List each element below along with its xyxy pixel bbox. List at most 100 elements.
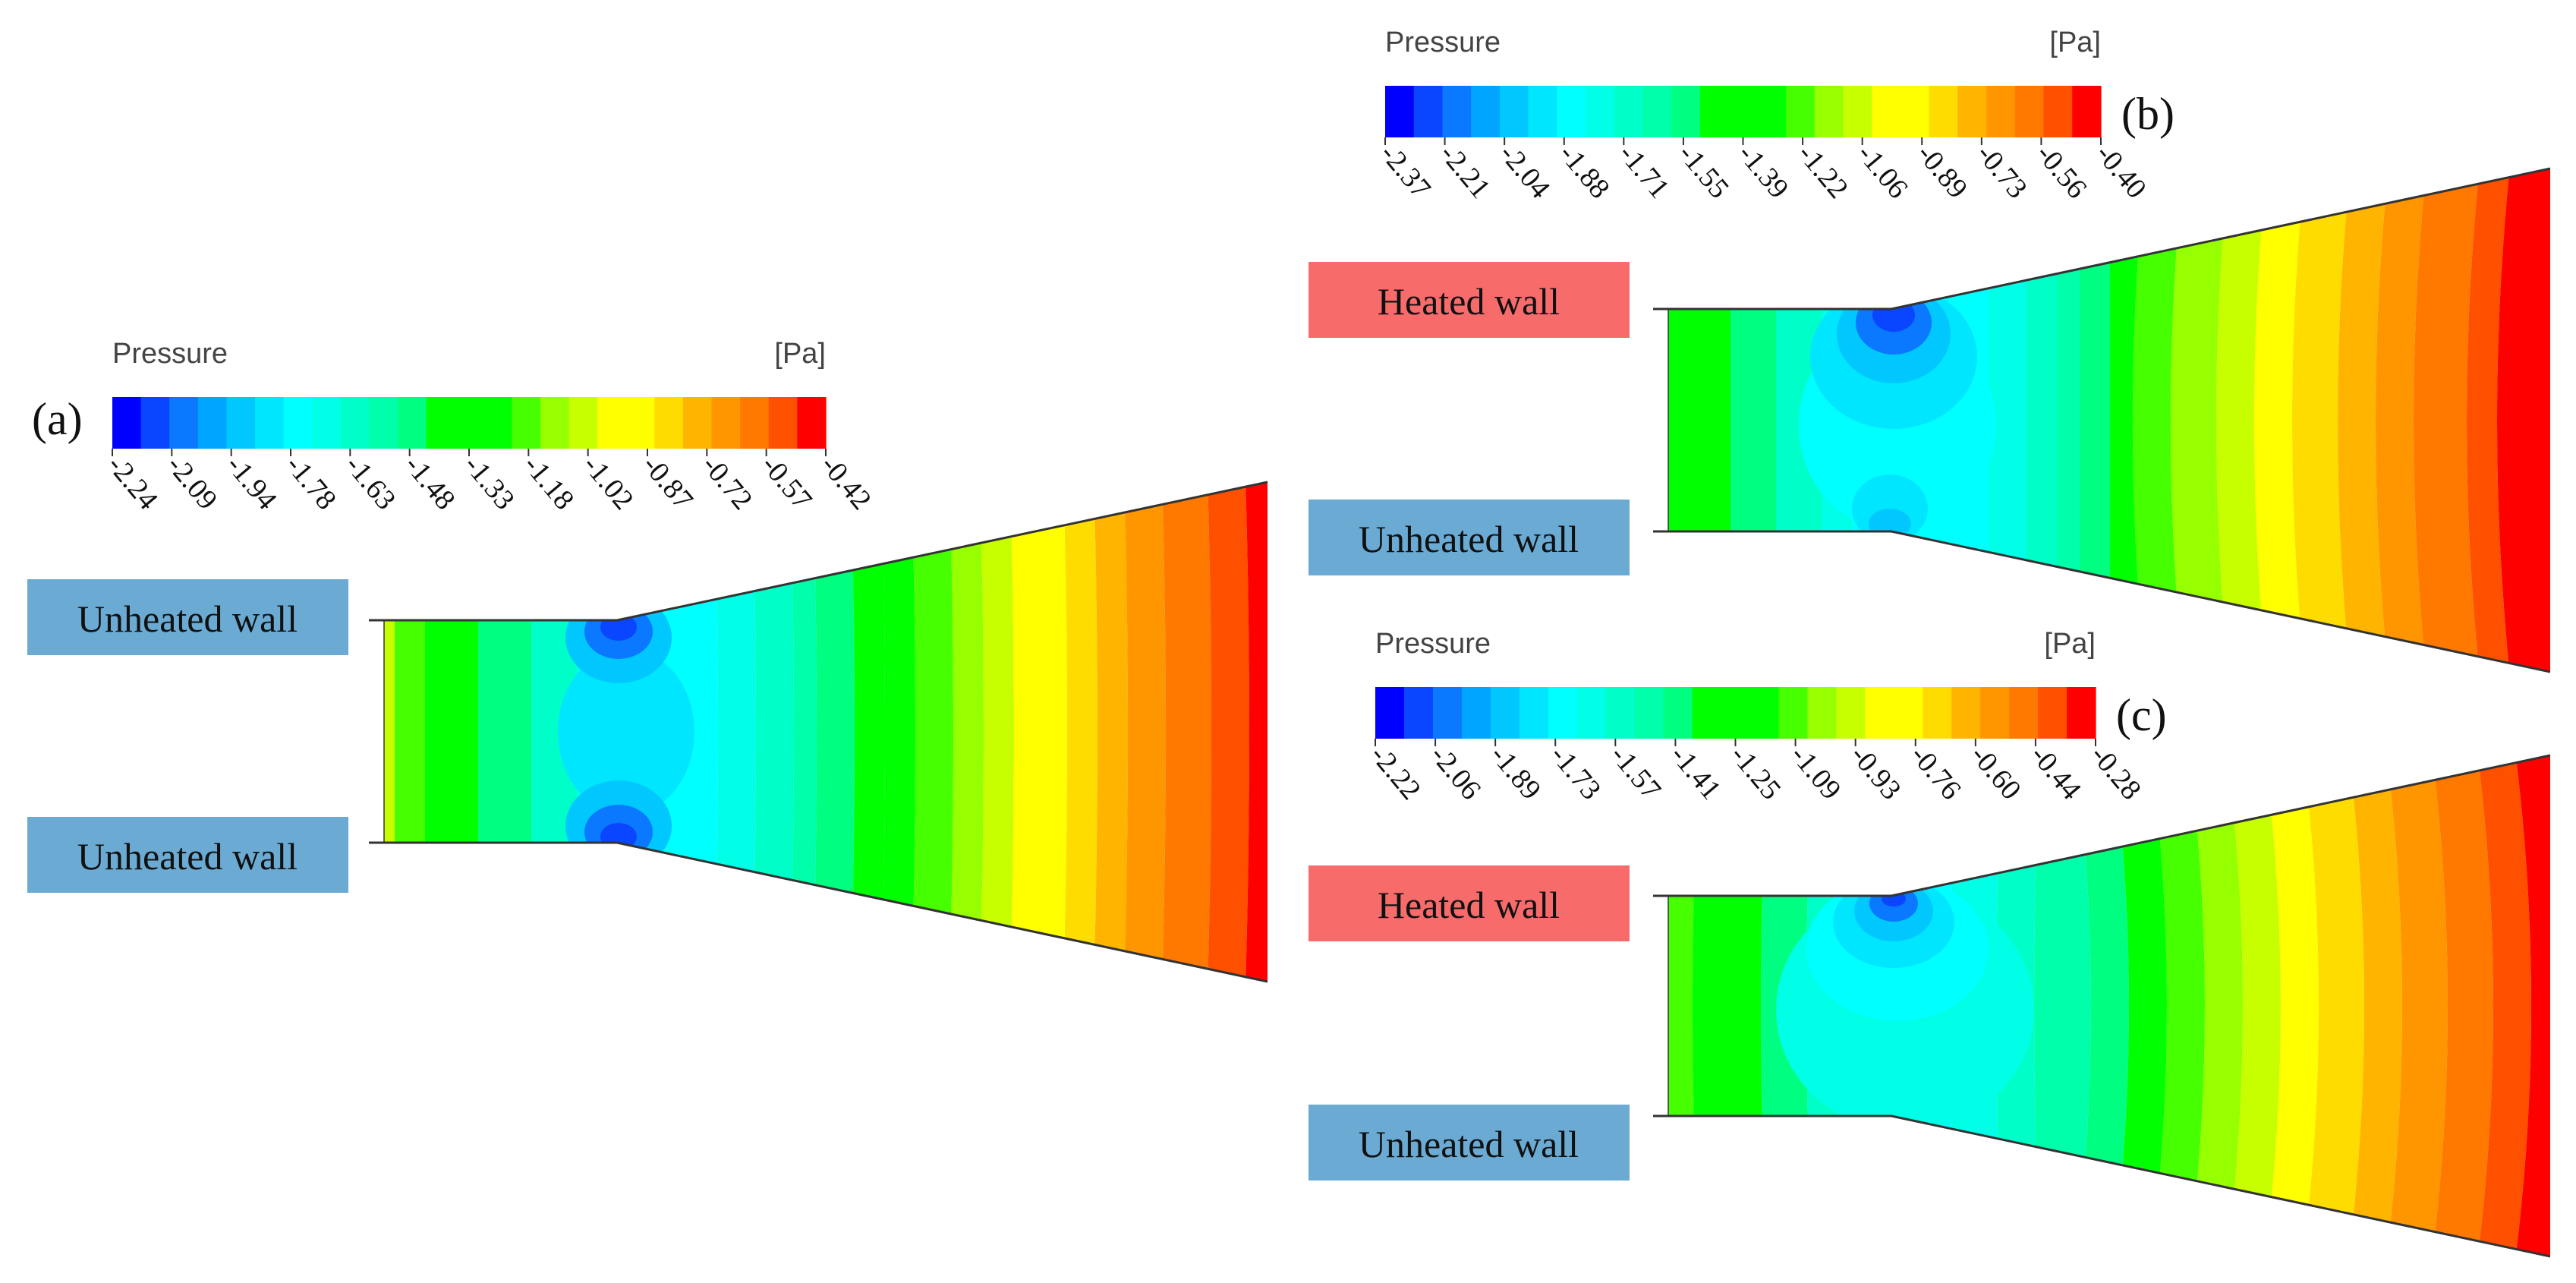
svg-text:Unheated wall: Unheated wall xyxy=(1359,518,1579,560)
contour-field-c xyxy=(1668,755,2550,1256)
colorbar-swatch xyxy=(1749,687,1780,739)
colorbar-tick-label: -2.37 xyxy=(1374,138,1437,205)
contour-band xyxy=(2300,755,2364,1256)
colorbar-tick-label: -1.39 xyxy=(1732,138,1795,205)
colorbar-swatch xyxy=(2043,86,2073,137)
contour-band xyxy=(2376,169,2429,672)
colorbar-swatch xyxy=(597,397,627,449)
svg-text:Unheated wall: Unheated wall xyxy=(1359,1123,1579,1165)
colorbar-swatch xyxy=(1461,687,1491,739)
colorbar-tick-label: -1.25 xyxy=(1724,739,1787,806)
colorbar-swatch xyxy=(1548,687,1578,739)
colorbar-tick-label: -2.06 xyxy=(1424,739,1487,806)
contour-band xyxy=(2262,755,2319,1256)
contour-band xyxy=(713,482,756,982)
colorbar-tick-label: -0.44 xyxy=(2024,739,2087,806)
contour-band xyxy=(812,482,855,982)
colorbar-swatch xyxy=(1757,86,1787,137)
contour-band xyxy=(2497,169,2550,672)
colorbar-tick-label: -1.55 xyxy=(1672,138,1735,205)
colorbar-tick-label: -0.28 xyxy=(2084,739,2147,806)
contour-band xyxy=(2026,169,2058,672)
contour-band xyxy=(394,482,426,982)
contour-band xyxy=(1207,482,1249,982)
colorbar-tick-label: -0.42 xyxy=(814,449,877,516)
contour-band xyxy=(2383,755,2448,1256)
contour-band xyxy=(1668,755,1670,1256)
panel-tag-c: (c) xyxy=(2116,690,2167,740)
wall-label-top-a: Unheated wall xyxy=(27,579,348,655)
colorbar-swatch xyxy=(1980,687,2010,739)
colorbar-swatch xyxy=(1786,86,1815,137)
colorbar-swatch xyxy=(797,397,827,449)
colorbar-swatch xyxy=(140,397,170,449)
colorbar-swatch xyxy=(1728,86,1758,137)
contour-band xyxy=(2474,755,2531,1256)
legend-title-b: Pressure xyxy=(1385,27,1501,58)
colorbar-swatch xyxy=(1699,86,1730,137)
colorbar-b xyxy=(1385,86,2102,137)
colorbar-swatch xyxy=(112,397,142,449)
contour-band xyxy=(789,482,817,982)
colorbar-tick-label: -0.87 xyxy=(636,449,699,516)
colorbar-swatch xyxy=(455,397,484,449)
contour-band xyxy=(2171,169,2231,672)
colorbar-swatch xyxy=(740,397,770,449)
colorbar-swatch xyxy=(1586,86,1615,137)
colorbar-tick-label: -0.40 xyxy=(2089,138,2152,205)
colorbar-swatch xyxy=(1872,86,1901,137)
colorbar-tick-label: -1.78 xyxy=(279,449,342,516)
contour-band xyxy=(2338,169,2391,672)
low-pressure-region-a xyxy=(558,592,694,872)
wall-label-bottom-b: Unheated wall xyxy=(1308,500,1630,575)
colorbar-swatch xyxy=(2072,86,2102,137)
colorbar-swatch xyxy=(1957,86,1987,137)
colorbar-tick-label: -2.04 xyxy=(1493,138,1556,205)
panel-a: Pressure [Pa] (a) -2.24-2.09-1.94-1.78-1… xyxy=(27,338,1268,983)
colorbar-swatch xyxy=(683,397,713,449)
colorbar-swatch xyxy=(483,397,512,449)
colorbar-swatch xyxy=(1923,687,1952,739)
colorbar-swatch xyxy=(1519,687,1549,739)
legend-c: Pressure [Pa] (c) -2.22-2.06-1.89-1.73-1… xyxy=(1364,628,2166,805)
legend-a: Pressure [Pa] (a) -2.24-2.09-1.94-1.78-1… xyxy=(32,338,877,515)
legend-unit-b: [Pa] xyxy=(2049,27,2101,58)
colorbar-tick-label: -0.76 xyxy=(1904,739,1967,806)
legend-unit-c: [Pa] xyxy=(2044,628,2096,660)
contour-band xyxy=(2148,755,2205,1256)
colorbar-swatch xyxy=(1403,687,1434,739)
channel-walls-a xyxy=(369,481,1268,983)
colorbar-swatch xyxy=(1843,86,1872,137)
colorbar-ticks-c: -2.22-2.06-1.89-1.73-1.57-1.41-1.25-1.09… xyxy=(1364,739,2147,805)
wall-label-bottom-c: Unheated wall xyxy=(1308,1105,1630,1181)
colorbar-swatch xyxy=(512,397,541,449)
colorbar-ticks-a: -2.24-2.09-1.94-1.78-1.63-1.48-1.33-1.18… xyxy=(101,449,877,515)
contour-band xyxy=(2056,169,2080,672)
contour-band xyxy=(1730,169,1777,672)
colorbar-swatch xyxy=(1385,86,1415,137)
channel-walls-c xyxy=(1653,754,2551,1258)
colorbar-tick-label: -1.71 xyxy=(1612,138,1675,205)
contour-band xyxy=(2133,169,2186,672)
low-pressure-region-c xyxy=(1776,877,2034,1131)
colorbar-tick-label: -1.89 xyxy=(1484,739,1547,806)
colorbar-swatch xyxy=(654,397,684,449)
contour-band xyxy=(1093,482,1128,982)
contour-band xyxy=(2072,755,2129,1256)
contour-field-a xyxy=(384,482,1268,982)
contour-band xyxy=(1245,482,1268,982)
contour-band xyxy=(2414,169,2482,672)
colorbar-swatch xyxy=(1528,86,1557,137)
colorbar-tick-label: -0.72 xyxy=(695,449,758,516)
contour-band xyxy=(2216,169,2269,672)
colorbar-tick-label: -1.09 xyxy=(1784,739,1847,806)
colorbar-tick-label: -0.73 xyxy=(1970,138,2033,205)
colorbar-tick-label: -0.60 xyxy=(1964,739,2027,806)
colorbar-swatch xyxy=(1894,687,1923,739)
contour-band xyxy=(1063,482,1097,982)
colorbar-swatch xyxy=(2067,687,2096,739)
colorbar-swatch xyxy=(426,397,455,449)
colorbar-swatch xyxy=(1634,687,1664,739)
colorbar-swatch xyxy=(1442,86,1472,137)
colorbar-swatch xyxy=(1900,86,1930,137)
